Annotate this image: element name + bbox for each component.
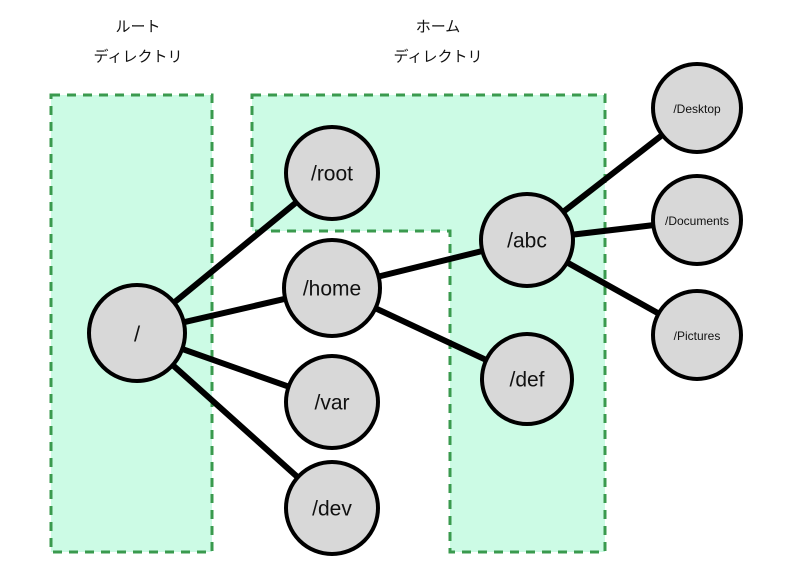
- edge-abc-to-documents: [570, 221, 656, 238]
- node-label-desktop: /Desktop: [673, 102, 721, 116]
- node-circle-abc[interactable]: [479, 192, 575, 288]
- node-label-root: /: [134, 322, 141, 347]
- node-abc[interactable]: /abc: [479, 192, 575, 288]
- node-label-home: /home: [303, 278, 361, 301]
- node-label-def: /def: [509, 369, 544, 392]
- node-label-pictures: /Pictures: [674, 329, 721, 343]
- home-directory-region-label-line1: ホーム: [416, 18, 461, 36]
- node-root-dir[interactable]: /root: [284, 125, 380, 221]
- node-desktop[interactable]: /Desktop: [651, 62, 743, 154]
- home-directory-region-label-line2: ディレクトリ: [394, 48, 483, 66]
- edge-abc-to-pictures: [563, 258, 662, 318]
- edge-home-to-abc: [375, 247, 485, 280]
- node-pictures[interactable]: /Pictures: [651, 289, 743, 381]
- node-circle-desktop[interactable]: [651, 62, 743, 154]
- node-label-var: /var: [314, 392, 349, 415]
- node-var[interactable]: /var: [284, 354, 380, 450]
- root-directory-region-label-line1: ルート: [115, 18, 160, 36]
- edge-root-to-var: [179, 345, 292, 391]
- node-circle-dev[interactable]: [284, 460, 380, 556]
- node-dev[interactable]: /dev: [284, 460, 380, 556]
- edge-root-to-root-dir: [170, 198, 300, 307]
- node-label-root-dir: /root: [311, 163, 353, 186]
- nodes-layer: / /root/home/var/dev/abc/def/Desktop/Docu…: [87, 62, 743, 556]
- node-circle-home[interactable]: [282, 238, 382, 338]
- node-circle-var[interactable]: [284, 354, 380, 450]
- node-circle-def[interactable]: [480, 332, 574, 426]
- node-circle-documents[interactable]: [651, 174, 743, 266]
- root-directory-region-label-line2: ディレクトリ: [94, 48, 183, 66]
- edge-abc-to-desktop: [559, 131, 666, 216]
- node-label-abc: /abc: [507, 230, 547, 253]
- node-root[interactable]: /: [87, 283, 187, 383]
- node-circle-root-dir[interactable]: [284, 125, 380, 221]
- node-home[interactable]: /home: [282, 238, 382, 338]
- edge-root-to-home: [181, 295, 288, 326]
- node-circle-pictures[interactable]: [651, 289, 743, 381]
- node-def[interactable]: /def: [480, 332, 574, 426]
- node-label-documents: /Documents: [665, 214, 729, 228]
- node-label-dev: /dev: [312, 498, 352, 521]
- edge-home-to-def: [372, 304, 490, 364]
- node-documents[interactable]: /Documents: [651, 174, 743, 266]
- edges-layer: [169, 131, 666, 481]
- edge-root-to-dev: [169, 361, 302, 481]
- node-circle-root[interactable]: [87, 283, 187, 383]
